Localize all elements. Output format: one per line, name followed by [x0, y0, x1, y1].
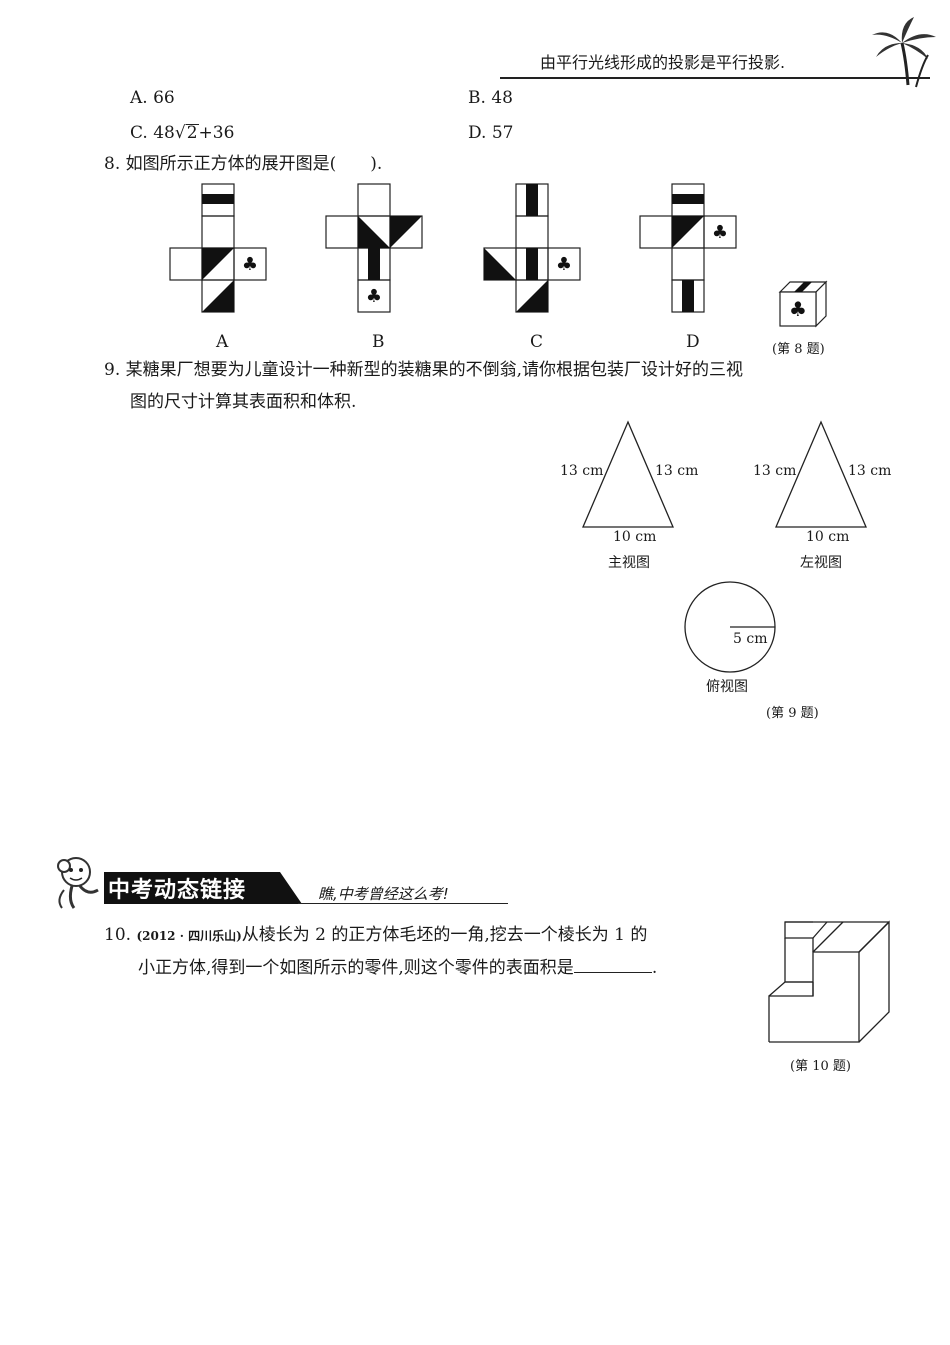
- q9-caption: (第 9 题): [766, 706, 819, 721]
- option-value: 57: [491, 123, 514, 143]
- net-label-c: C: [530, 332, 544, 352]
- option-value-prefix: 48: [153, 123, 175, 143]
- cube-net-d: ♣: [639, 183, 737, 313]
- question-text: 从棱长为 2 的正方体毛坯的一角,挖去一个棱长为 1 的: [241, 925, 648, 945]
- option-value: 66: [153, 88, 175, 108]
- section-title: 中考动态链接: [108, 878, 247, 903]
- side-view-name: 左视图: [800, 555, 842, 571]
- option-value-suffix: +36: [198, 123, 235, 143]
- question-text-end: .: [651, 958, 658, 978]
- option-letter: B.: [468, 88, 486, 108]
- front-left-label: 13 cm: [560, 463, 604, 479]
- option-letter: C.: [130, 123, 148, 143]
- cut-cube-figure: [768, 920, 890, 1043]
- sqrt-symbol: √: [174, 123, 186, 143]
- q9-stem-line2: 图的尺寸计算其表面积和体积.: [130, 392, 357, 412]
- question-text: 小正方体,得到一个如图所示的零件,则这个零件的表面积是: [138, 958, 574, 978]
- q10-stem-line2: 小正方体,得到一个如图所示的零件,则这个零件的表面积是.: [138, 956, 657, 979]
- header-note: 由平行光线形成的投影是平行投影.: [540, 53, 786, 72]
- side-right-label: 13 cm: [848, 463, 892, 479]
- cube-net-b: ♣: [325, 183, 423, 313]
- section-subtitle: 瞧,中考曾经这么考!: [318, 885, 449, 903]
- question-number: 10.: [104, 925, 132, 945]
- header-rule: [500, 77, 930, 79]
- side-view-triangle: [775, 420, 867, 528]
- svg-text:♣: ♣: [366, 286, 382, 307]
- front-bottom-label: 10 cm: [613, 529, 657, 545]
- palm-tree-icon: [872, 17, 936, 88]
- q7-option-a: A. 66: [130, 87, 175, 109]
- front-view-name: 主视图: [608, 555, 650, 571]
- cube-net-c: ♣: [483, 183, 581, 313]
- question-text: 如图所示正方体的展开图是( ).: [125, 154, 383, 174]
- option-letter: A.: [130, 88, 148, 108]
- svg-text:♣: ♣: [556, 254, 572, 275]
- option-letter: D.: [468, 123, 487, 143]
- option-value: 48: [491, 88, 513, 108]
- q10-stem-line1: 10. (2012 · 四川乐山)从棱长为 2 的正方体毛坯的一角,挖去一个棱长…: [104, 924, 647, 947]
- front-right-label: 13 cm: [655, 463, 699, 479]
- answer-blank[interactable]: [573, 956, 652, 973]
- question-number: 8.: [104, 154, 121, 174]
- q9-stem-line1: 9. 某糖果厂想要为儿童设计一种新型的装糖果的不倒翁,请你根据包装厂设计好的三视: [104, 359, 743, 381]
- q7-option-c: C. 48√2+36: [130, 122, 234, 144]
- top-radius-label: 5 cm: [733, 631, 768, 647]
- front-view-triangle: [582, 420, 674, 528]
- section-rule: [298, 903, 508, 904]
- section-banner-shape: [104, 872, 302, 904]
- monkey-mascot-icon: [57, 857, 99, 909]
- q7-option-b: B. 48: [468, 87, 513, 109]
- q7-option-d: D. 57: [468, 122, 513, 144]
- question-source: (2012 · 四川乐山): [136, 929, 242, 943]
- side-left-label: 13 cm: [753, 463, 797, 479]
- reference-cube: ♣: [778, 280, 828, 328]
- q8-caption: (第 8 题): [772, 342, 825, 357]
- svg-text:♣: ♣: [789, 297, 807, 321]
- side-bottom-label: 10 cm: [806, 529, 850, 545]
- q8-stem: 8. 如图所示正方体的展开图是( ).: [104, 153, 382, 175]
- svg-text:♣: ♣: [242, 254, 258, 275]
- net-label-a: A: [216, 332, 229, 352]
- top-view-name: 俯视图: [706, 679, 748, 695]
- svg-text:♣: ♣: [712, 222, 728, 243]
- option-value-radicand: 2: [185, 123, 199, 143]
- question-text: 某糖果厂想要为儿童设计一种新型的装糖果的不倒翁,请你根据包装厂设计好的三视: [125, 360, 744, 380]
- q10-caption: (第 10 题): [790, 1059, 851, 1074]
- question-number: 9.: [104, 360, 121, 380]
- top-view-circle: [684, 581, 776, 673]
- cube-net-a: ♣: [169, 183, 267, 313]
- net-label-b: B: [372, 332, 385, 352]
- net-label-d: D: [686, 332, 700, 352]
